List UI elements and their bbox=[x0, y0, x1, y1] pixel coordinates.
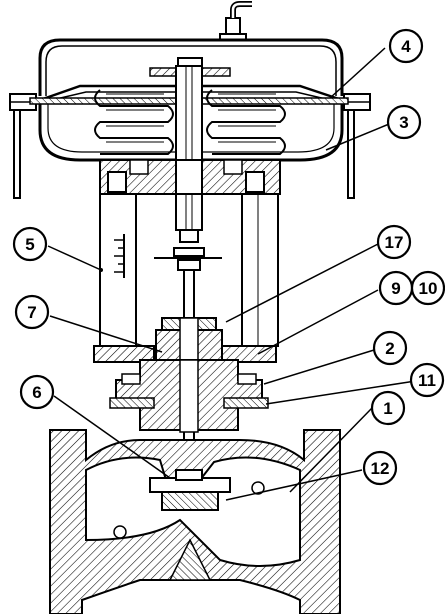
leader-17 bbox=[225, 243, 379, 323]
leader-lines bbox=[47, 47, 423, 501]
svg-text:9: 9 bbox=[391, 279, 400, 298]
svg-text:1: 1 bbox=[383, 399, 392, 418]
callout-4: 4 bbox=[388, 28, 424, 64]
svg-text:11: 11 bbox=[418, 371, 436, 390]
callout-10: 10 bbox=[410, 270, 445, 306]
housing-bolt-right bbox=[343, 93, 371, 199]
callout-9: 9 bbox=[378, 270, 414, 306]
svg-text:5: 5 bbox=[25, 235, 34, 254]
actuator-spring-right bbox=[206, 89, 286, 155]
yoke-pillar-left bbox=[99, 193, 137, 347]
svg-text:6: 6 bbox=[32, 383, 41, 402]
leader-11 bbox=[265, 379, 423, 405]
bonnet bbox=[109, 359, 269, 433]
valve-plug bbox=[149, 469, 231, 511]
leader-4 bbox=[329, 47, 386, 99]
callout-3: 3 bbox=[386, 104, 422, 140]
svg-text:12: 12 bbox=[371, 459, 390, 478]
diaphragm-housing-upper bbox=[38, 38, 344, 96]
yoke-pillar-right bbox=[241, 193, 279, 347]
leader-12 bbox=[225, 469, 363, 501]
leader-9 bbox=[257, 289, 379, 355]
callout-6: 6 bbox=[19, 374, 55, 410]
svg-text:17: 17 bbox=[385, 233, 404, 252]
callout-5: 5 bbox=[12, 226, 48, 262]
yoke-top-plate bbox=[99, 159, 281, 195]
leader-1 bbox=[289, 407, 373, 493]
housing-bolt-left bbox=[9, 93, 37, 199]
callout-12: 12 bbox=[362, 450, 398, 486]
leader-5 bbox=[47, 245, 102, 271]
air-fitting-elbow bbox=[219, 1, 252, 41]
svg-text:7: 7 bbox=[27, 303, 36, 322]
actuator-stem bbox=[175, 65, 203, 231]
svg-text:3: 3 bbox=[399, 113, 408, 132]
callout-17: 17 bbox=[376, 224, 412, 260]
callout-2: 2 bbox=[372, 330, 408, 366]
leader-6 bbox=[53, 395, 171, 479]
svg-text:10: 10 bbox=[419, 279, 438, 298]
leader-7 bbox=[49, 315, 163, 353]
actuator-spring-left bbox=[94, 89, 174, 155]
callout-7: 7 bbox=[14, 294, 50, 330]
svg-text:2: 2 bbox=[385, 339, 394, 358]
stem-connector bbox=[154, 229, 222, 271]
stroke-scale bbox=[99, 234, 125, 278]
leader-3 bbox=[325, 121, 395, 151]
leader-2 bbox=[263, 349, 375, 385]
callout-11: 11 bbox=[409, 362, 445, 398]
callout-1: 1 bbox=[370, 390, 406, 426]
svg-text:4: 4 bbox=[401, 37, 411, 56]
valve-body bbox=[49, 429, 341, 614]
